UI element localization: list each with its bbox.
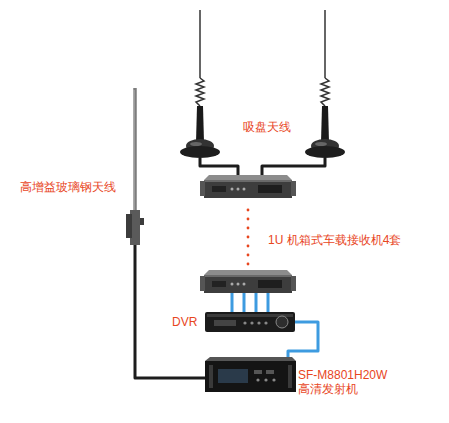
receiver-chassis [200, 270, 296, 293]
fiberglass-antenna [126, 214, 132, 238]
suction-antenna [190, 142, 202, 146]
receiver-chassis [204, 180, 292, 182]
fiberglass-antenna [140, 218, 144, 225]
transmitter-unit [272, 378, 275, 381]
dvr-unit [205, 312, 295, 332]
suction-antenna [196, 106, 204, 142]
cable [231, 293, 234, 312]
transmitter-unit [266, 370, 274, 374]
cable [243, 293, 246, 312]
receiver-chassis [231, 283, 234, 286]
receiver-chassis [258, 280, 282, 288]
suction-antenna [321, 106, 329, 142]
receiver-chassis [291, 181, 296, 196]
dvr-unit [264, 321, 267, 324]
transmitter-unit [288, 365, 292, 388]
receiver-chassis [204, 175, 292, 180]
suction-antenna [199, 10, 201, 78]
transmitter-unit [205, 361, 296, 392]
fiberglass-antenna [133, 88, 137, 214]
receiver-chassis [243, 283, 246, 286]
transmitter-unit [218, 369, 248, 383]
receiver-label: 1U 机箱式车载接收机4套 [268, 233, 401, 247]
dvr-unit [250, 321, 253, 324]
suction-antenna [196, 78, 204, 106]
device-node: SF-M8801H20W 高清发射机 [205, 357, 296, 392]
transmitter-unit [209, 365, 213, 388]
receiver-chassis [200, 181, 205, 196]
receiver-chassis [237, 188, 240, 191]
suction-antenna [305, 146, 345, 158]
ellipsis-dots [247, 254, 250, 257]
device-node: 吸盘天线 [178, 8, 348, 158]
dvr-unit [276, 316, 288, 328]
suction-antenna [324, 10, 326, 78]
ellipsis-dots [247, 263, 250, 266]
dvr-unit [205, 312, 295, 332]
suction-antenna [321, 78, 329, 106]
device-node: 高增益玻璃钢天线 [124, 88, 146, 245]
dvr-label: DVR [172, 315, 197, 329]
antenna-label: 吸盘天线 [243, 120, 291, 134]
cable [135, 245, 205, 378]
transmitter-label: SF-M8801H20W 高清发射机 [298, 368, 393, 397]
antenna-label: 高增益玻璃钢天线 [20, 180, 116, 194]
ellipsis-dots [247, 236, 250, 239]
fiberglass-antenna [134, 90, 135, 212]
ellipsis-dots [247, 218, 250, 221]
ellipsis-dots [247, 209, 250, 212]
ellipsis-dots [247, 209, 250, 266]
device-node: DVR [205, 312, 295, 332]
dvr-unit [243, 321, 246, 324]
receiver-chassis [291, 276, 296, 291]
receiver-chassis [231, 188, 234, 191]
cable [255, 293, 258, 312]
receiver-chassis [237, 283, 240, 286]
receiver-chassis [204, 270, 292, 275]
dvr-unit [257, 321, 260, 324]
receiver-chassis [204, 275, 292, 277]
ellipsis-dots [247, 245, 250, 248]
transmitter-unit [205, 357, 296, 392]
receiver-chassis [212, 186, 226, 192]
fiberglass-antenna [126, 88, 144, 245]
transmitter-unit [254, 370, 262, 374]
cable [262, 158, 325, 175]
transmitter-unit [264, 378, 267, 381]
suction-antenna [180, 146, 220, 158]
transmitter-unit [256, 378, 259, 381]
suction-antenna [305, 10, 345, 158]
receiver-chassis [204, 180, 292, 198]
receiver-chassis [212, 281, 226, 287]
suction-antenna [315, 142, 327, 146]
receiver-chassis [243, 188, 246, 191]
device-node: 1U 机箱式车载接收机4套 [203, 175, 293, 293]
receiver-chassis [200, 276, 205, 291]
receiver-chassis [200, 175, 296, 198]
cable [267, 293, 270, 312]
receiver-chassis [204, 275, 292, 293]
dvr-unit [214, 320, 236, 326]
suction-antenna [180, 10, 220, 158]
ellipsis-dots [247, 227, 250, 230]
transmitter-unit [205, 357, 296, 361]
receiver-chassis [258, 185, 282, 193]
cable [200, 158, 238, 175]
cable [288, 322, 318, 357]
